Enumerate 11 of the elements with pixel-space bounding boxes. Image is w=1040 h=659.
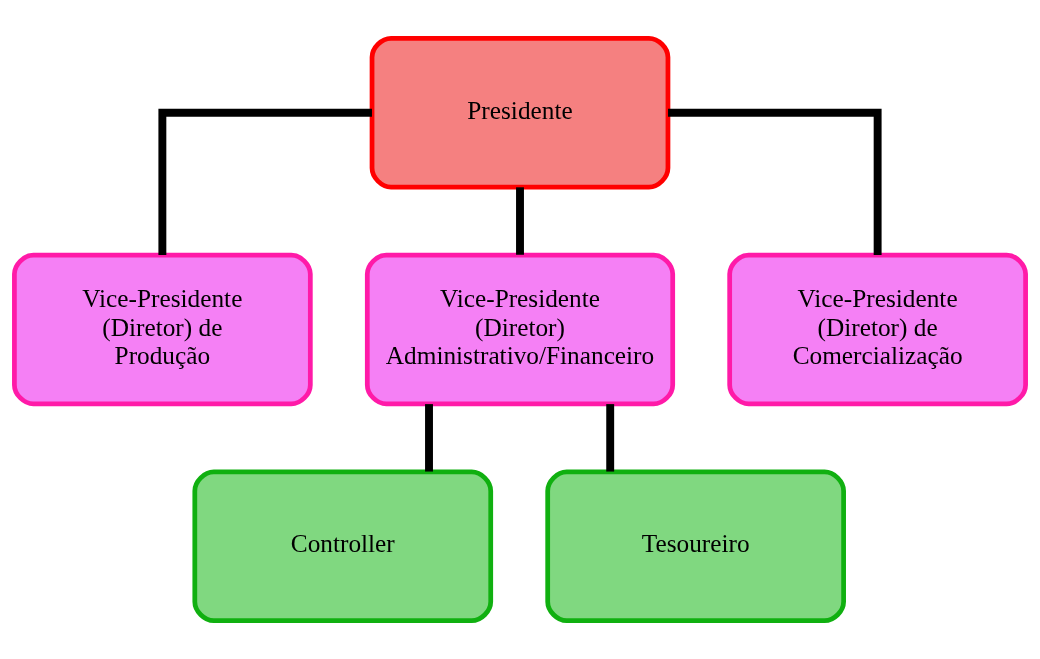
connector [516,187,524,255]
node-box: Controller [192,469,494,624]
node-box: Presidente [369,35,671,190]
node-box: Vice-Presidente (Diretor) de Produção [12,252,313,407]
connector [606,404,615,472]
node-box: Tesoureiro [545,469,846,624]
node-box: Vice-Presidente (Diretor) de Comercialização [727,252,1028,407]
connector [668,108,882,255]
connector [158,108,372,255]
connector [425,404,433,472]
node-box: Vice-Presidente (Diretor) Administrativo/Financeiro [364,252,676,407]
